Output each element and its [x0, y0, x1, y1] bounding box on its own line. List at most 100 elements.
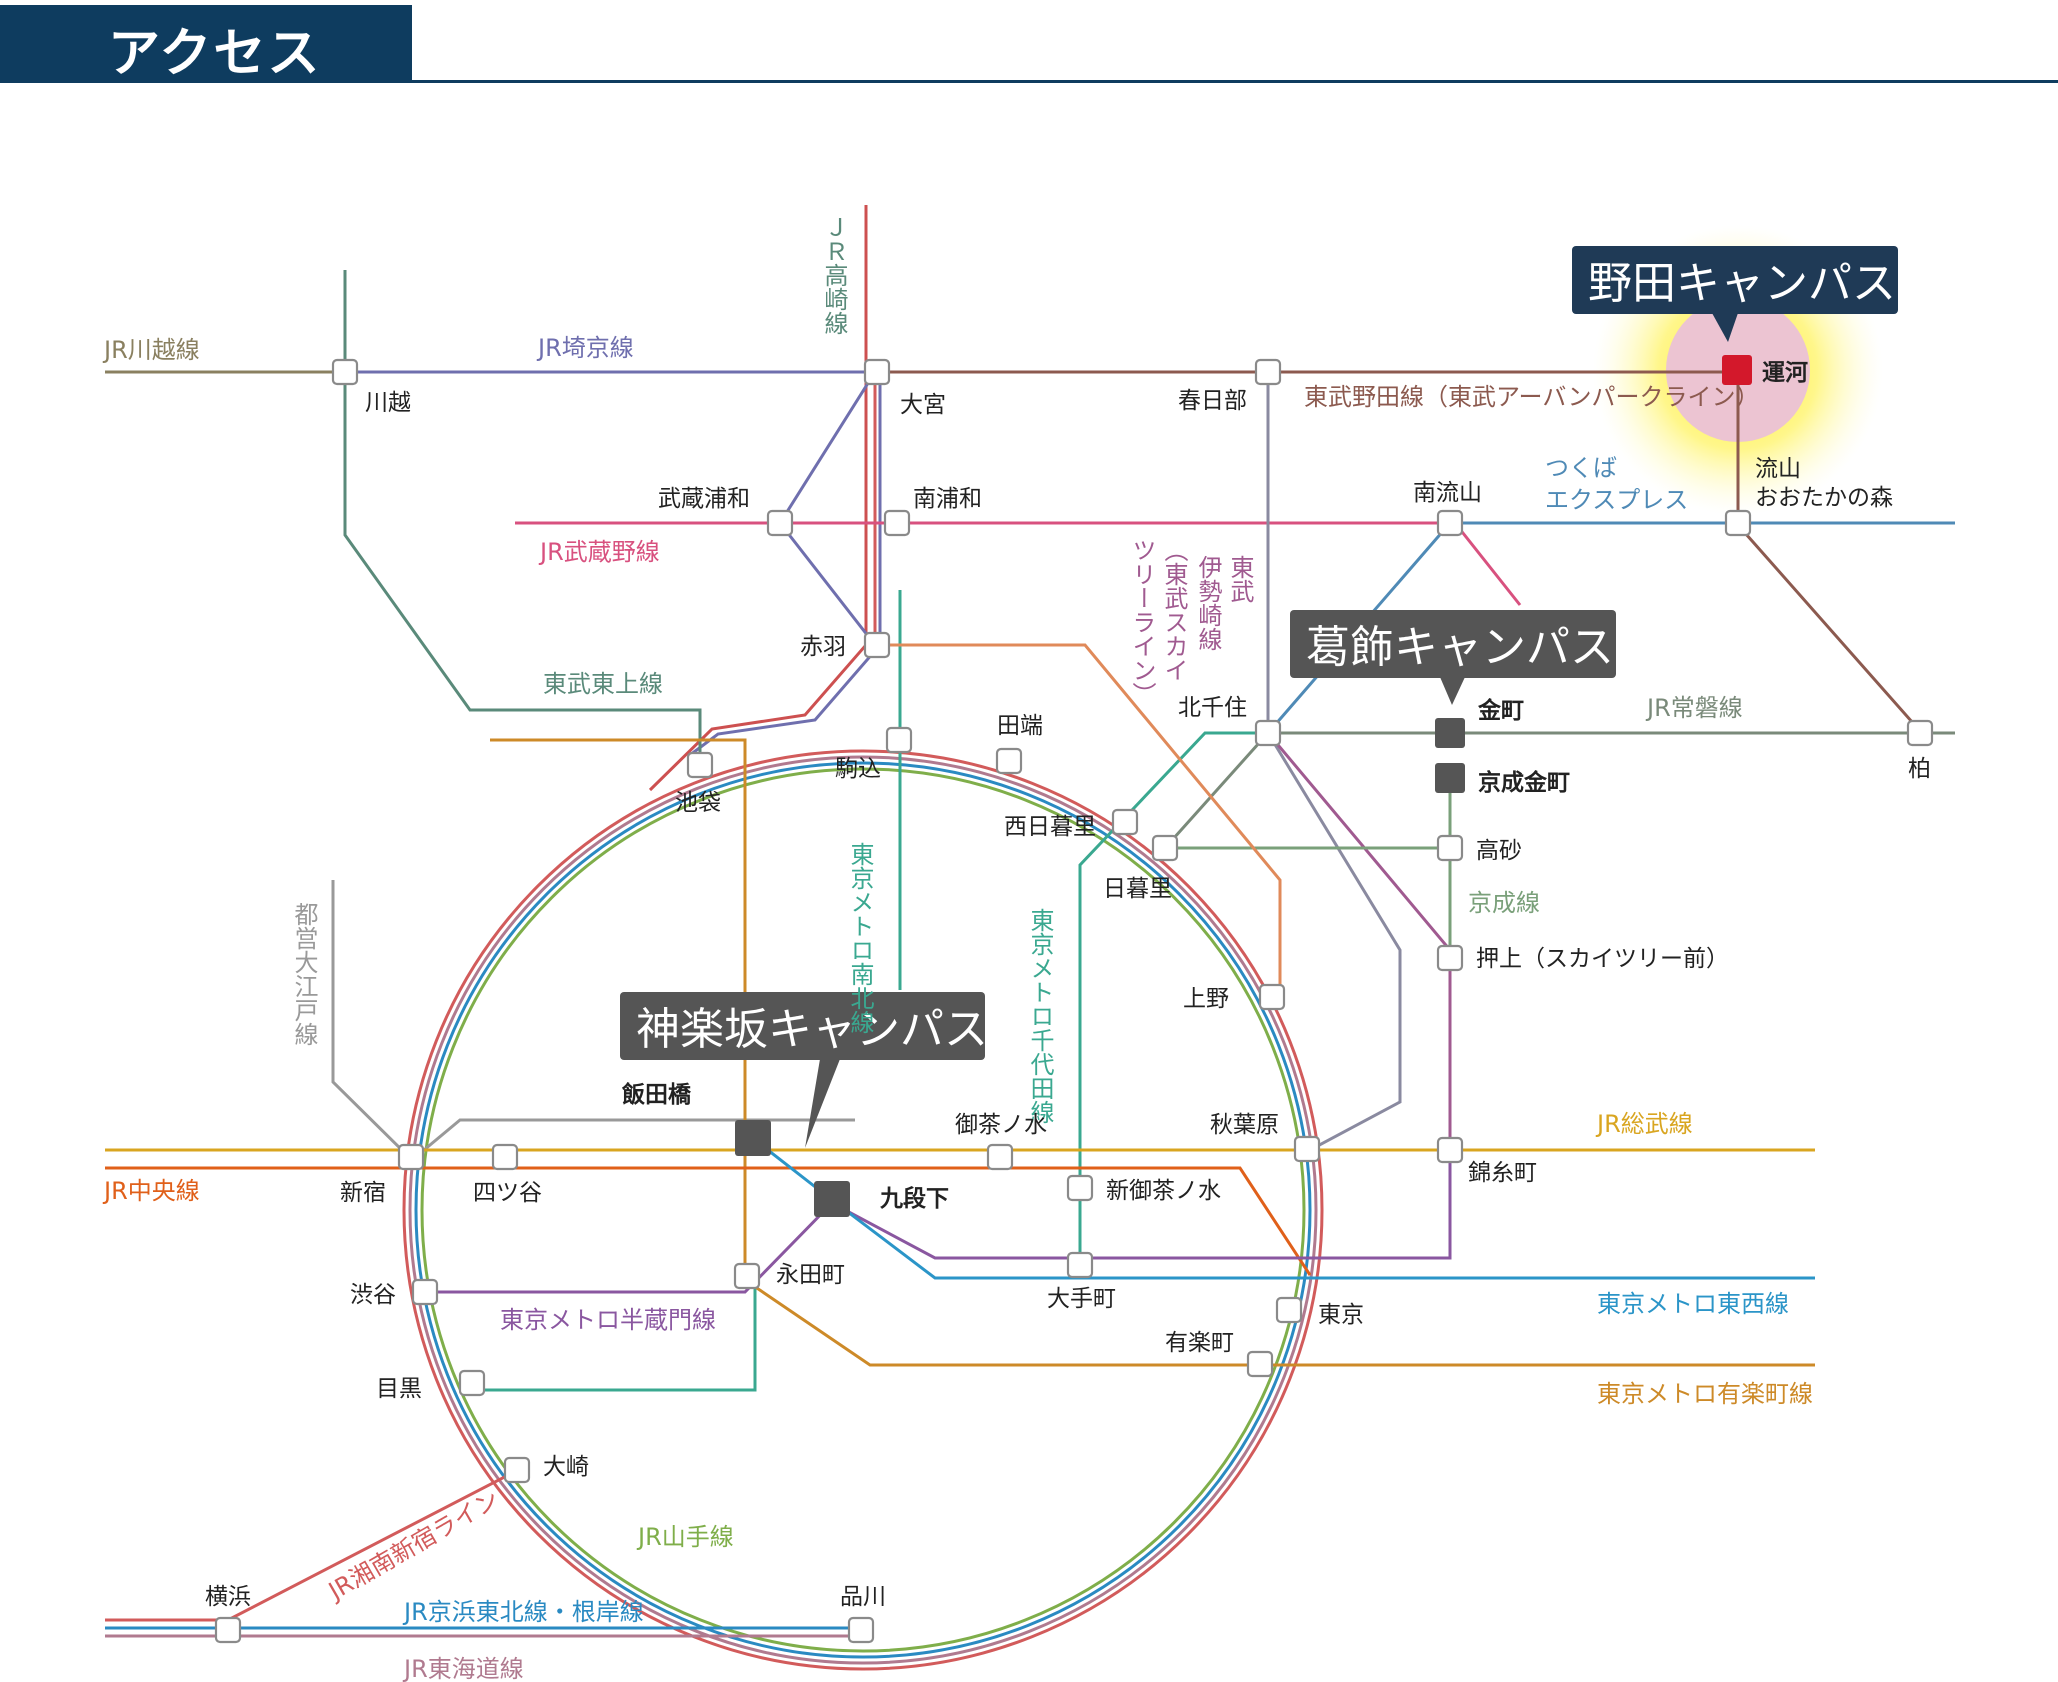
- namboku-line: [470, 590, 902, 1392]
- station-marker-minami-urawa: [883, 509, 911, 537]
- katsushika-callout: 葛飾キャンパス: [1290, 610, 1616, 705]
- station-label-shin-ochanomizu: 新御茶ノ水: [1106, 1178, 1221, 1204]
- station-label-keisei-kanamachi: 京成金町: [1478, 769, 1570, 796]
- takasaki-line: [648, 205, 868, 792]
- line-label-tobu-noda: 東武野田線（東武アーバンパークライン）: [1304, 383, 1760, 411]
- station-marker-ochanomizu: [986, 1143, 1014, 1171]
- noda-callout: 野田キャンパス: [1572, 246, 1898, 342]
- line-label-hanzomon: 東京メトロ半蔵門線: [500, 1306, 716, 1334]
- station-label-shibuya: 渋谷: [350, 1282, 396, 1308]
- station-label-kawagoe: 川越: [365, 390, 411, 416]
- line-label-yamanote: JR山手線: [636, 1523, 734, 1551]
- station-marker-shin-ochanomizu: [1066, 1174, 1094, 1202]
- station-label-yotsuya: 四ツ谷: [473, 1180, 542, 1206]
- header-rule: [0, 80, 2058, 83]
- line-label-shonan-shinjuku: JR湘南新宿ライン: [322, 1485, 504, 1606]
- station-label-omiya: 大宮: [900, 392, 946, 418]
- joban-diagonal: [1163, 731, 1270, 850]
- line-label-kawagoe: JR川越線: [102, 336, 200, 364]
- station-label-nishi-nippori: 西日暮里: [1004, 814, 1096, 840]
- station-marker-meguro: [458, 1369, 486, 1397]
- header-tab: アクセス: [0, 5, 412, 84]
- line-label-tobu-isesaki-1: 東武: [1226, 555, 1254, 603]
- page-header: アクセス: [0, 0, 2058, 84]
- station-marker-nagatacho: [733, 1262, 761, 1290]
- noda-campus-label: 野田キャンパス: [1588, 258, 1896, 309]
- station-label-osaki: 大崎: [543, 1454, 589, 1480]
- line-label-tobu-tojo: 東武東上線: [543, 670, 663, 698]
- shonan-shinjuku-ring: [402, 749, 1324, 1671]
- station-marker-ueno: [1258, 983, 1286, 1011]
- line-label-tobu-isesaki-4: ツリーライン）: [1128, 538, 1156, 706]
- line-label-sobu: JR総武線: [1595, 1110, 1693, 1138]
- line-label-keisei: 京成線: [1468, 889, 1540, 917]
- tozai-line: [754, 1138, 1815, 1280]
- station-label-otemachi: 大手町: [1047, 1286, 1116, 1312]
- station-label-komagome: 駒込: [835, 756, 881, 782]
- tokaido-line-ring: [408, 755, 1318, 1665]
- line-label-tobu-isesaki-2: 伊勢崎線: [1194, 555, 1222, 651]
- station-marker-osaki: [503, 1456, 531, 1484]
- line-label-joban: JR常磐線: [1645, 694, 1743, 722]
- line-label-namboku: 東京メトロ南北線: [846, 842, 874, 1034]
- station-marker-kasukabe: [1254, 358, 1282, 386]
- station-marker-ikebukuro: [686, 751, 714, 779]
- station-label-meguro: 目黒: [376, 1376, 422, 1402]
- station-label-akihabara: 秋葉原: [1210, 1112, 1279, 1138]
- station-marker-akihabara: [1293, 1135, 1321, 1163]
- chuo-line: [105, 1166, 1312, 1276]
- station-label-tokyo: 東京: [1318, 1302, 1364, 1328]
- station-marker-shinjuku: [397, 1143, 425, 1171]
- station-label-ikebukuro: 池袋: [675, 790, 721, 816]
- kawagoe-vertical: [343, 270, 702, 765]
- line-label-saikyo: JR埼京線: [536, 334, 634, 362]
- station-label-kashiwa: 柏: [1908, 756, 1931, 782]
- station-marker-nishi-nippori: [1111, 808, 1139, 836]
- station-label-shinagawa: 品川: [840, 1584, 886, 1610]
- station-label-yokohama: 横浜: [205, 1584, 251, 1610]
- yamanote-line: [420, 767, 1306, 1653]
- station-marker-yokohama: [214, 1616, 242, 1644]
- station-marker-kita-senju: [1254, 719, 1282, 747]
- station-label-musashi-urawa: 武蔵浦和: [658, 486, 750, 512]
- line-label-keihin-tohoku: JR京浜東北線・根岸線: [402, 1598, 644, 1626]
- nippori-toneri-line: [875, 643, 1282, 1000]
- line-label-tsukuba-2: エクスプレス: [1545, 486, 1688, 514]
- station-label-kasukabe: 春日部: [1178, 388, 1247, 414]
- station-label-tabata: 田端: [997, 713, 1043, 739]
- station-label-oshiage: 押上（スカイツリー前）: [1476, 946, 1729, 972]
- station-marker-akabane: [863, 631, 891, 659]
- katsushika-campus-label: 葛飾キャンパス: [1306, 622, 1614, 673]
- line-label-takasaki: ＪＲ高崎線: [820, 215, 848, 335]
- station-label-kinshicho: 錦糸町: [1468, 1160, 1537, 1186]
- station-marker-kinshicho: [1436, 1136, 1464, 1164]
- station-marker-yotsuya: [491, 1143, 519, 1171]
- line-label-chuo: JR中央線: [102, 1177, 200, 1205]
- line-label-yurakucho: 東京メトロ有楽町線: [1597, 1380, 1813, 1408]
- station-label-nagareyama-2: おおたかの森: [1755, 485, 1893, 511]
- station-marker-shinagawa: [847, 1616, 875, 1644]
- station-marker-musashi-urawa: [766, 509, 794, 537]
- station-label-nagareyama-1: 流山: [1755, 456, 1801, 482]
- station-label-nippori: 日暮里: [1103, 876, 1172, 902]
- station-label-ueno: 上野: [1183, 986, 1229, 1012]
- station-label-kudanshita: 九段下: [879, 1185, 949, 1212]
- station-marker-oshiage: [1436, 944, 1464, 972]
- keisei-line: [1165, 775, 1452, 850]
- kagurazaka-callout: 神楽坂キャンパス: [620, 992, 988, 1148]
- station-marker-minami-nagareyama: [1436, 509, 1464, 537]
- line-label-tobu-isesaki-3: （東武スカイ: [1160, 538, 1188, 682]
- station-label-minami-urawa: 南浦和: [913, 486, 982, 512]
- kagurazaka-campus-label: 神楽坂キャンパス: [636, 1004, 988, 1055]
- station-marker-omiya: [863, 358, 891, 386]
- station-marker-keisei-kanamachi: [1435, 763, 1465, 793]
- station-marker-iidabashi: [735, 1120, 771, 1156]
- line-label-musashino: JR武蔵野線: [538, 538, 660, 566]
- station-marker-nippori: [1151, 834, 1179, 862]
- station-marker-tabata: [995, 747, 1023, 775]
- station-label-ochanomizu: 御茶ノ水: [955, 1112, 1047, 1138]
- station-label-minami-nagareyama: 南流山: [1413, 480, 1482, 506]
- station-label-kita-senju: 北千住: [1178, 695, 1247, 721]
- line-label-tsukuba-1: つくば: [1545, 454, 1617, 482]
- station-marker-otemachi: [1066, 1251, 1094, 1279]
